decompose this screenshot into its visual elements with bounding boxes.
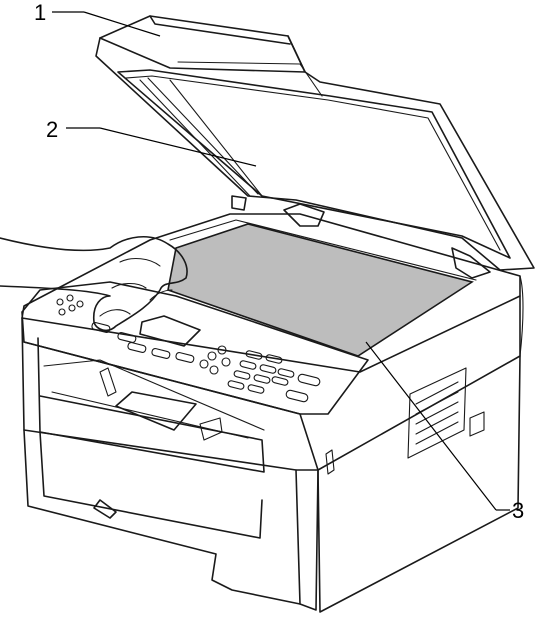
numeric-keypad: [227, 350, 295, 394]
side-vent: [407, 367, 467, 459]
panel-button[interactable]: [297, 373, 321, 387]
machine-front-body: [21, 275, 524, 613]
callout-2-label: 2: [46, 117, 58, 142]
dpad-button[interactable]: [209, 365, 219, 375]
lcd-display: [139, 315, 201, 347]
dpad-button[interactable]: [199, 359, 209, 369]
panel-button[interactable]: [127, 341, 147, 353]
hand-with-cloth: [0, 235, 188, 332]
document-cover: [95, 15, 535, 279]
callout-1-label: 1: [34, 0, 46, 25]
dpad-button[interactable]: [221, 357, 231, 367]
dpad-button[interactable]: [207, 351, 217, 361]
panel-button[interactable]: [285, 389, 309, 403]
panel-button[interactable]: [175, 351, 195, 363]
dpad-button[interactable]: [217, 345, 227, 355]
callout-3-label: 3: [512, 498, 524, 523]
scanner-glass: [167, 223, 474, 357]
panel-button[interactable]: [151, 347, 171, 359]
panel-button[interactable]: [117, 331, 137, 343]
callout-leaders: [52, 11, 510, 511]
